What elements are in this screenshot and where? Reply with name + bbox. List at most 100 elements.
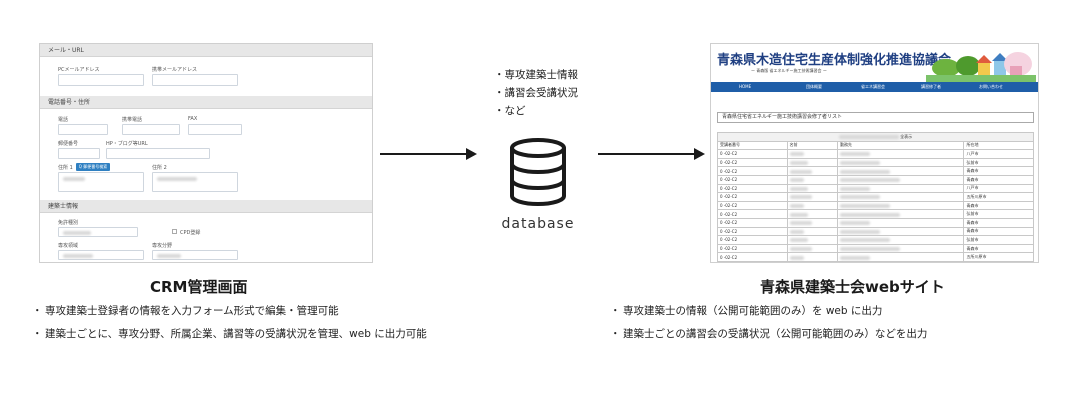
hp-url-field[interactable]: [106, 148, 210, 159]
col-header-location: 所在地: [963, 140, 1034, 151]
arrow-crm-to-db-line: [380, 153, 466, 155]
nav-about[interactable]: 団体概要: [806, 84, 822, 89]
specialty-division-field[interactable]: [152, 250, 238, 260]
address2-field[interactable]: [152, 172, 238, 192]
cell-location: 五所川原市: [963, 192, 1034, 202]
cell-location: 青森市: [963, 200, 1034, 211]
crm-heading: CRM管理画面: [150, 278, 248, 296]
list-item: ・建築士ごとに、専攻分野、所属企業、講習等の受講状況を管理、web に出力可能: [32, 327, 427, 340]
cell-id: 0 -02-C2: [717, 174, 788, 185]
cell-location: 青森市: [963, 226, 1034, 237]
cell-company-redacted: [837, 243, 965, 254]
fax-field[interactable]: [188, 124, 242, 135]
address1-field[interactable]: [58, 172, 144, 192]
graduate-list-caption: 青森県住宅省エネルギー施工技術講習会修了者リスト: [717, 112, 1034, 123]
database-item: ・専攻建築士情報: [494, 69, 578, 81]
town-illustration: [926, 52, 1036, 82]
phone-field[interactable]: [58, 124, 108, 135]
cell-company-redacted: [837, 174, 965, 185]
cell-name-redacted: [786, 149, 839, 159]
cell-id: 0 -02-C2: [717, 209, 788, 219]
nav-graduates[interactable]: 講習修了者: [921, 84, 941, 89]
cell-company-redacted: [837, 166, 965, 176]
list-item: ・専攻建築士の情報（公開可能範囲のみ）を web に出力: [610, 305, 883, 317]
col-header-company: 勤務先: [837, 140, 965, 151]
cell-location: 八戸市: [963, 149, 1034, 159]
cell-location: 弘前市: [963, 235, 1034, 245]
table-row: 0 -02-C2 八戸市: [717, 183, 1034, 194]
database-item: ・講習会受講状況: [494, 87, 578, 99]
table-row: 0 -02-C2 青森市: [717, 174, 1034, 185]
crm-screenshot: メール・URL PCメールアドレス 携帯メールアドレス 電話番号・住所 電話 携…: [39, 43, 373, 263]
cell-id: 0 -02-C2: [717, 217, 788, 228]
cell-id: 0 -02-C2: [717, 183, 788, 194]
cell-name-redacted: [786, 209, 839, 219]
pc-email-field[interactable]: [58, 74, 144, 86]
cell-company-redacted: [837, 209, 965, 219]
cpd-label: CPD登録: [180, 230, 201, 236]
table-toolbar-row: 全表示: [717, 132, 1034, 142]
phone-label: 電話: [58, 117, 69, 123]
col-header-id: 受講者番号: [717, 140, 788, 151]
cell-id: 0 -02-C2: [717, 166, 788, 176]
cell-name-redacted: [786, 174, 839, 185]
cell-location: 青森市: [963, 166, 1034, 176]
specialty-label: 専攻領域: [58, 243, 79, 249]
pc-email-label: PCメールアドレス: [58, 67, 100, 73]
cell-company-redacted: [837, 260, 965, 262]
mobile-phone-label: 携帯電話: [122, 117, 143, 123]
nav-seminar[interactable]: 省エネ講習会: [861, 84, 885, 89]
web-nav-bar: HOME 団体概要 省エネ講習会 講習修了者 お問い合わせ: [711, 82, 1038, 92]
cell-location: 青森市: [963, 217, 1034, 228]
address1-label: 住所 1: [58, 165, 73, 171]
cell-company-redacted: [837, 200, 965, 211]
crm-section-architect: 建築士情報: [40, 200, 372, 213]
cell-company-redacted: [837, 252, 965, 262]
address-search-button[interactable]: Q 郵便番号検索: [76, 163, 110, 171]
postal-field[interactable]: [58, 148, 100, 159]
mobile-email-field[interactable]: [152, 74, 238, 86]
cell-name-redacted: [786, 217, 839, 228]
address2-label: 住所 2: [152, 165, 167, 171]
database-label: database: [501, 216, 575, 232]
cpd-checkbox[interactable]: [172, 229, 177, 234]
cell-name-redacted: [786, 252, 839, 262]
cell-name-redacted: [786, 226, 839, 237]
cell-location: 八戸市: [963, 183, 1034, 194]
arrow-db-to-web-head: [694, 148, 705, 160]
nav-home[interactable]: HOME: [739, 84, 752, 89]
cell-id: 0 -02-C2: [717, 157, 788, 168]
show-all-link[interactable]: 全表示: [717, 132, 1034, 142]
arrow-db-to-web-line: [598, 153, 694, 155]
specialty-division-label: 専攻分野: [152, 243, 173, 249]
cell-id: 0 -02-C2: [717, 243, 788, 254]
cell-location: 青森市: [963, 243, 1034, 254]
fax-label: FAX: [188, 116, 198, 122]
cell-company-redacted: [837, 149, 965, 159]
cell-location: 青森市: [963, 174, 1034, 185]
crm-section-email: メール・URL: [40, 44, 372, 57]
table-row: 0 -02-C2 青森市: [717, 243, 1034, 254]
cell-id: 0 -02-C2: [717, 252, 788, 262]
cell-company-redacted: [837, 157, 965, 168]
database-items: ・専攻建築士情報 ・講習会受講状況 ・など: [494, 66, 578, 120]
cell-name-redacted: [786, 235, 839, 245]
mobile-phone-field[interactable]: [122, 124, 180, 135]
cell-name-redacted: [786, 243, 839, 254]
nav-contact[interactable]: お問い合わせ: [979, 84, 1003, 89]
cell-name-redacted: [786, 200, 839, 211]
database-icon: [510, 138, 566, 206]
cell-id: 0 -02-C2: [717, 260, 788, 262]
list-item: ・専攻建築士登録者の情報を入力フォーム形式で編集・管理可能: [32, 305, 339, 317]
web-site-title: 青森県木造住宅生産体制強化推進協議会: [717, 53, 952, 68]
cell-location: 弘前市: [963, 157, 1034, 168]
specialty-field[interactable]: [58, 250, 144, 260]
mobile-email-label: 携帯メールアドレス: [152, 67, 198, 73]
license-type-field[interactable]: [58, 227, 138, 237]
cell-id: 0 -02-C2: [717, 235, 788, 245]
crm-bullet-list: ・専攻建築士登録者の情報を入力フォーム形式で編集・管理可能 ・建築士ごとに、専攻…: [32, 303, 472, 348]
